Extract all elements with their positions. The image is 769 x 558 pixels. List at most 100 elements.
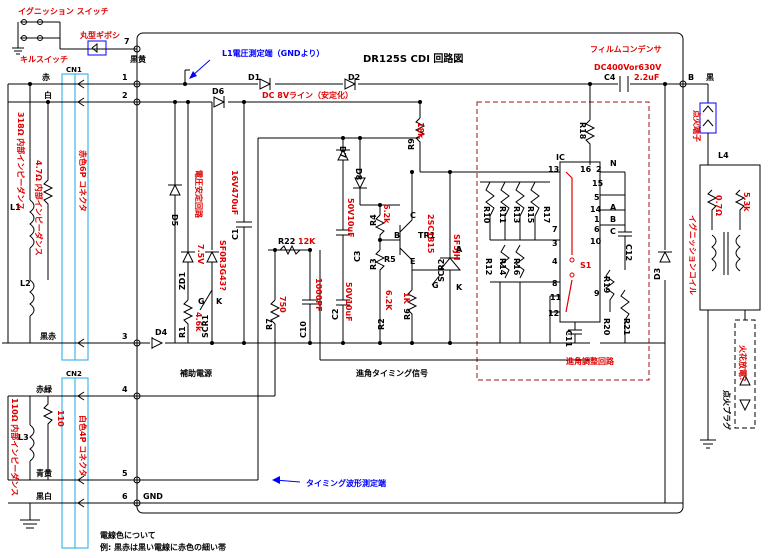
label-d5: D5 bbox=[170, 214, 179, 227]
label-c1: C1 bbox=[231, 228, 240, 240]
connector-arrows bbox=[77, 79, 85, 508]
label-l3: L3 bbox=[18, 433, 29, 442]
label-tr1-val: 2SC1815 bbox=[426, 214, 435, 254]
label-a2: A bbox=[456, 245, 463, 254]
label-l3-r: 110 bbox=[56, 410, 65, 427]
label-t1: 1 bbox=[122, 73, 128, 82]
label-r17: R17 bbox=[542, 206, 551, 223]
label-d8: D8 bbox=[354, 168, 363, 181]
label-timing-note: タイミング波形測定端 bbox=[306, 478, 386, 488]
measure-arrows bbox=[189, 59, 301, 484]
label-t5: 5 bbox=[122, 469, 128, 478]
timing-section bbox=[137, 137, 590, 481]
label-pin11: 11 bbox=[550, 293, 562, 302]
label-c10-val: 1000PF bbox=[314, 278, 323, 312]
label-cn1-desc: 赤色6P コネクタ bbox=[78, 150, 88, 212]
label-ignition-switch: イグニッション スイッチ bbox=[18, 6, 109, 16]
label-red-green: 赤緑 bbox=[36, 384, 53, 394]
label-r20: R20 bbox=[602, 318, 611, 336]
label-spark-plug: 点火プラグ bbox=[722, 390, 732, 430]
label-t2: 2 bbox=[122, 91, 128, 100]
label-pin4: 4 bbox=[552, 257, 558, 266]
label-d6: D6 bbox=[212, 87, 225, 96]
label-l2: L2 bbox=[20, 279, 31, 288]
label-r11: R11 bbox=[498, 206, 507, 224]
label-ign-coil: イグニッションコイル bbox=[688, 215, 698, 295]
label-pin13: 13 bbox=[548, 165, 559, 174]
tr1-section bbox=[336, 117, 462, 343]
label-r1: R1 bbox=[178, 326, 187, 338]
label-l4-r2: 5.3k bbox=[742, 192, 751, 212]
label-l1-note: L1電圧測定端（GNDより） bbox=[222, 48, 324, 58]
label-c11: C11 bbox=[564, 330, 573, 347]
label-c2-val: 50V10uF bbox=[344, 282, 353, 322]
label-ign-term: 点火端子 bbox=[692, 110, 702, 142]
label-pin7: 7 bbox=[552, 225, 558, 234]
label-g2: G bbox=[432, 281, 439, 290]
label-dc8v: DC 8Vライン（安定化） bbox=[262, 90, 353, 100]
label-r6-val: 1K bbox=[402, 292, 411, 305]
ground-symbols bbox=[2, 342, 716, 529]
junction-dots bbox=[28, 82, 667, 345]
label-ic-c: C bbox=[610, 227, 616, 236]
label-d7: D7 bbox=[338, 146, 347, 158]
label-pin1: 1 bbox=[594, 215, 600, 224]
label-r7: R7 bbox=[265, 318, 274, 330]
label-black-yellow: 黒黄 bbox=[130, 54, 146, 64]
label-white: 白 bbox=[44, 90, 52, 100]
label-pin2: 2 bbox=[596, 165, 602, 174]
label-r14: R14 bbox=[498, 258, 507, 276]
label-r1-val: 4.6k bbox=[194, 312, 203, 332]
advance-resistors bbox=[480, 171, 560, 343]
label-b-term: B bbox=[688, 73, 694, 82]
label-advance-circuit: 進角調整回路 bbox=[566, 356, 615, 366]
label-aux-power: 補助電源 bbox=[179, 368, 212, 378]
label-l4: L4 bbox=[718, 151, 729, 160]
label-r2-val: 6.2K bbox=[384, 290, 393, 311]
label-round-fuse: 丸型ギボシ bbox=[79, 30, 120, 40]
label-pin10: 10 bbox=[590, 237, 602, 246]
label-pin15: 15 bbox=[592, 179, 604, 188]
label-r6: R6 bbox=[403, 308, 412, 320]
label-r22: R22 bbox=[278, 237, 295, 246]
label-c10: C10 bbox=[299, 321, 308, 338]
cdi-board-outline bbox=[136, 32, 684, 514]
switch-section bbox=[12, 19, 137, 56]
wire-note-1: 電線色について bbox=[100, 530, 156, 540]
stator-coils bbox=[29, 84, 54, 480]
label-r16: R16 bbox=[512, 258, 521, 276]
diagram-title: DR125S CDI 回路図 bbox=[363, 52, 463, 65]
label-t4: 4 bbox=[122, 385, 128, 394]
c4-capacitor bbox=[619, 76, 629, 92]
label-ic-a: A bbox=[610, 203, 617, 212]
label-spark-gap: 火花放電？ bbox=[738, 345, 748, 385]
label-d4: D4 bbox=[155, 328, 168, 337]
label-ic-n: N bbox=[610, 159, 617, 168]
label-k1: K bbox=[216, 297, 223, 306]
label-film-cap: フィルムコンデンサ bbox=[590, 44, 662, 54]
label-scr2-val: SF5JH bbox=[452, 234, 461, 260]
wire-note-2: 例: 黒赤は黒い電線に赤色の細い帯 bbox=[100, 542, 226, 552]
label-r2: R2 bbox=[377, 318, 386, 330]
label-c12: C12 bbox=[624, 244, 633, 261]
label-l1: L1 bbox=[10, 203, 21, 212]
advance-circuit-box bbox=[476, 101, 650, 381]
label-r19: R19 bbox=[602, 276, 611, 294]
label-cn2: CN2 bbox=[66, 370, 82, 378]
label-r18: R18 bbox=[578, 122, 587, 140]
label-scr2: SCR2 bbox=[437, 259, 446, 282]
label-pin3: 3 bbox=[552, 239, 558, 248]
label-d1: D1 bbox=[248, 73, 261, 82]
label-c1-val: 16V470uF bbox=[230, 170, 239, 215]
label-tr1: TR1 bbox=[418, 231, 436, 240]
label-red: 赤 bbox=[42, 72, 50, 82]
label-t3: 3 bbox=[122, 332, 128, 341]
label-pin8: 8 bbox=[552, 279, 558, 288]
label-cn2-desc: 白色4P コネクタ bbox=[78, 415, 88, 477]
label-ic-b: B bbox=[610, 215, 616, 224]
label-b-black: 黒 bbox=[706, 72, 714, 82]
label-r15: R15 bbox=[526, 206, 535, 224]
label-d3: D3 bbox=[653, 268, 662, 280]
label-c3-val: 50V10uF bbox=[346, 198, 355, 238]
label-zd1: ZD1 bbox=[178, 272, 187, 290]
